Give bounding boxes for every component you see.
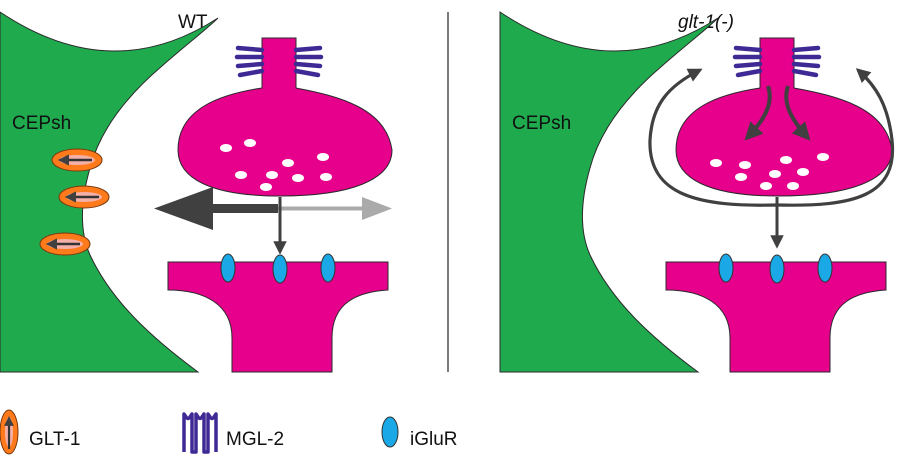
wt-glt1-transporter bbox=[51, 148, 103, 172]
wt-glt1-transporter bbox=[39, 232, 91, 256]
iglur-receptor-icon bbox=[381, 416, 399, 448]
mutant-iglur-receptor bbox=[718, 253, 734, 283]
mutant-mgl2-signal-arrow bbox=[784, 85, 811, 141]
mutant-spillover-loop-left bbox=[648, 68, 778, 207]
wt-postsynaptic-terminal bbox=[167, 261, 389, 373]
wt-cepsh-glia bbox=[0, 11, 219, 373]
mutant-postsynaptic-terminal bbox=[665, 261, 887, 373]
wt-mgl2-receptor bbox=[234, 45, 265, 78]
glt1-mutant-panel: glt-1(-) CEPsh bbox=[499, 11, 895, 373]
mutant-mgl2-receptor bbox=[732, 45, 763, 78]
mutant-mgl2-receptor bbox=[791, 45, 822, 78]
mutant-title: glt-1(-) bbox=[678, 12, 734, 33]
wt-cepsh-label: CEPsh bbox=[12, 113, 71, 134]
wt-title: WT bbox=[178, 12, 208, 33]
legend: GLT-1 MGL-2 iGluR bbox=[0, 409, 458, 455]
glt1-transporter-icon bbox=[0, 409, 19, 455]
mutant-synaptic-vesicles bbox=[710, 153, 829, 190]
legend-mgl2-label: MGL-2 bbox=[226, 429, 284, 450]
wt-glutamate-uptake-arrow bbox=[154, 187, 278, 230]
wt-iglur-receptor bbox=[272, 254, 288, 284]
wt-glt1-transporter bbox=[58, 185, 110, 209]
mutant-cepsh-glia bbox=[499, 11, 719, 373]
mutant-mgl2-signal-arrow bbox=[744, 85, 772, 141]
wt-presynaptic-terminal bbox=[177, 37, 393, 197]
mgl2-receptor-icon bbox=[182, 412, 218, 454]
mutant-cepsh-label: CEPsh bbox=[512, 113, 571, 134]
wt-synaptic-vesicles bbox=[220, 139, 332, 191]
legend-glt1-label: GLT-1 bbox=[29, 429, 80, 450]
wt-panel: WT CEPsh bbox=[0, 11, 393, 373]
wt-iglur-receptor bbox=[320, 253, 336, 283]
wt-mgl2-receptor bbox=[293, 45, 324, 78]
mutant-presynaptic-terminal bbox=[675, 37, 893, 197]
wt-iglur-receptor bbox=[220, 253, 236, 283]
mutant-spillover-loop-right bbox=[776, 68, 895, 207]
mutant-iglur-receptor bbox=[769, 254, 785, 284]
mutant-iglur-receptor bbox=[817, 253, 833, 283]
legend-iglur-label: iGluR bbox=[410, 429, 458, 450]
wt-glutamate-spillover-arrow bbox=[278, 197, 392, 220]
